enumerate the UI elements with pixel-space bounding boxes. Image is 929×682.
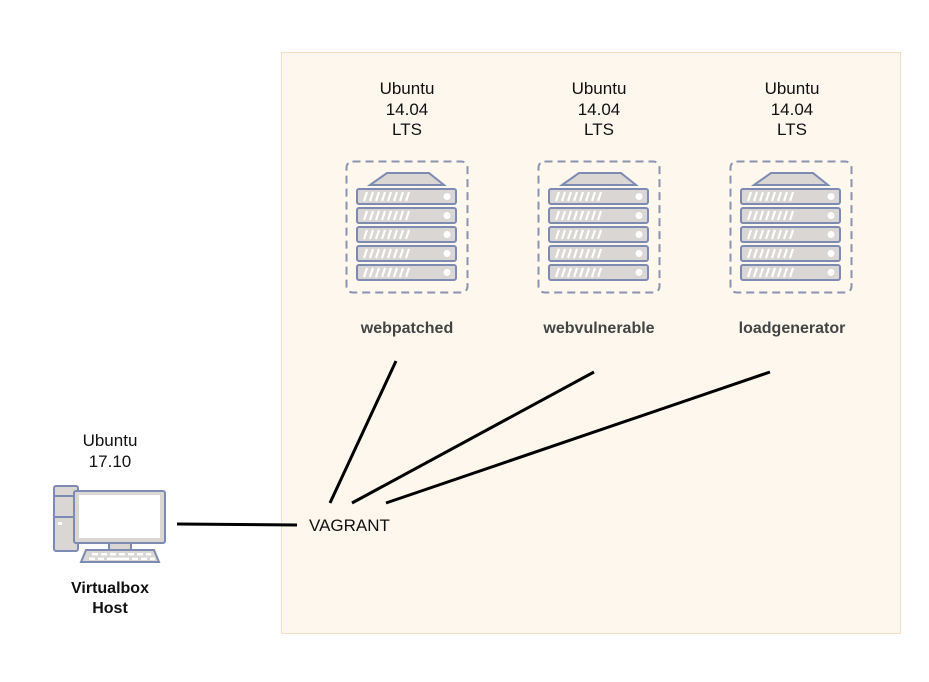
server-os-label: Ubuntu 14.04 LTS bbox=[571, 79, 627, 139]
host-os-label: Ubuntu 17.10 bbox=[82, 431, 138, 471]
server-name-webpatched: webpatched bbox=[360, 320, 454, 337]
link-vagrant-webvulnerable bbox=[351, 370, 595, 505]
link-vagrant-webpatched bbox=[328, 360, 398, 504]
server-name-webvulnerable: webvulnerable bbox=[543, 320, 655, 337]
link-host-vagrant bbox=[176, 522, 298, 527]
server-rack-icon bbox=[729, 160, 853, 294]
vagrant-environment-area bbox=[281, 52, 901, 634]
server-os-label: Ubuntu 14.04 LTS bbox=[379, 79, 435, 139]
server-rack-icon bbox=[345, 160, 469, 294]
host-name: Virtualbox Host bbox=[71, 580, 149, 617]
server-os-label: Ubuntu 14.04 LTS bbox=[764, 79, 820, 139]
desktop-computer-icon bbox=[53, 485, 166, 563]
vagrant-label: VAGRANT bbox=[309, 516, 390, 535]
server-rack-icon bbox=[537, 160, 661, 294]
link-vagrant-loadgenerator bbox=[385, 370, 771, 505]
server-name-loadgenerator: loadgenerator bbox=[738, 320, 846, 337]
